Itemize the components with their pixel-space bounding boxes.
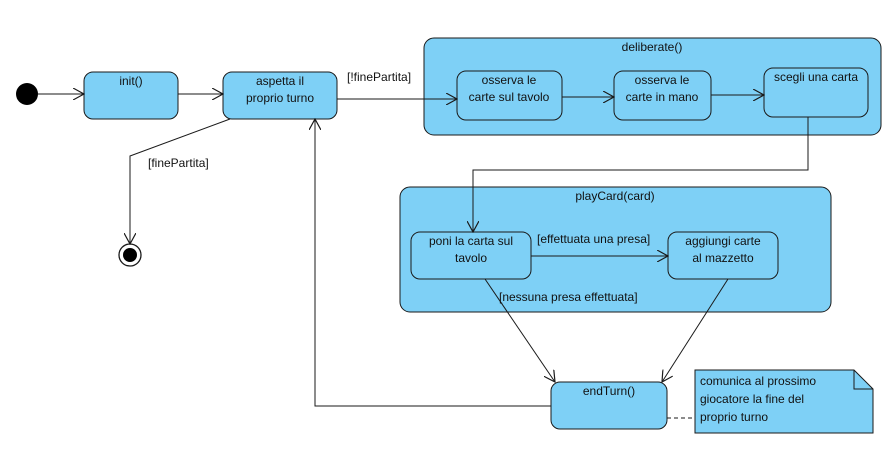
state-osserva-tavolo-label-2: carte sul tavolo [469,90,550,104]
state-scegli-label: scegli una carta [774,70,858,84]
state-init[interactable]: init() [83,71,179,120]
state-init-label: init() [119,74,142,88]
guard-not-fine-partita: [!finePartita] [347,70,411,84]
guard-nessuna-presa: [nessuna presa effettuata] [499,290,638,304]
transition-poni-to-endturn[interactable] [484,278,555,382]
state-aspetta-label-1: aspetta il [256,74,304,88]
note-comunica[interactable]: comunica al prossimo giocatore la fine d… [694,369,874,434]
transition-aspetta-to-final[interactable] [130,118,231,244]
state-aspetta-label-2: proprio turno [246,91,314,105]
state-osserva-mano-label-2: carte in mano [626,90,699,104]
composite-playcard-title: playCard(card) [575,189,654,203]
note-line-3: proprio turno [700,410,768,424]
state-osserva-mano[interactable]: osserva le carte in mano [613,70,712,121]
state-osserva-tavolo-label-1: osserva le [482,73,537,87]
transition-endturn-to-aspetta[interactable] [315,119,551,407]
initial-node[interactable] [16,83,38,105]
note-line-1: comunica al prossimo [700,374,816,388]
state-aspetta[interactable]: aspetta il proprio turno [222,71,338,120]
state-scegli[interactable]: scegli una carta [763,67,869,118]
state-poni[interactable]: poni la carta sul tavolo [410,231,532,280]
state-endturn[interactable]: endTurn() [550,381,668,430]
state-aggiungi-label-1: aggiungi carte [685,234,761,248]
transition-aggiungi-to-endturn[interactable] [662,278,729,382]
state-aggiungi[interactable]: aggiungi carte al mazzetto [667,231,779,280]
state-osserva-tavolo[interactable]: osserva le carte sul tavolo [456,70,563,121]
state-poni-label-2: tavolo [455,251,487,265]
composite-playcard[interactable]: playCard(card) [399,186,832,313]
final-node[interactable] [118,243,142,267]
guard-fine-partita: [finePartita] [148,156,209,170]
composite-deliberate-title: deliberate() [622,40,683,54]
state-aggiungi-label-2: al mazzetto [692,251,754,265]
state-endturn-label: endTurn() [583,384,635,398]
transition-scegli-to-poni[interactable] [473,117,809,232]
state-osserva-mano-label-1: osserva le [635,73,690,87]
note-line-2: giocatore la fine del [700,392,804,406]
guard-effettuata-presa: [effettuata una presa] [537,232,650,246]
state-poni-label-1: poni la carta sul [429,234,513,248]
